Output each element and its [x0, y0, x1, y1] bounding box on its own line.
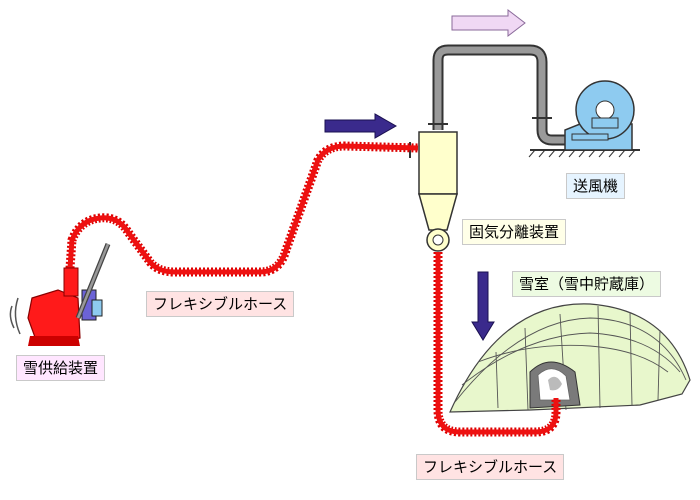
exhaust-duct — [428, 44, 576, 146]
blower-label: 送風機 — [566, 173, 626, 199]
down-flow-arrow-icon — [471, 271, 495, 341]
hose-lower-label: フレキシブルホース — [416, 454, 565, 480]
snow-room-label: 雪室（雪中貯蔵庫） — [512, 271, 662, 297]
snow-feeder-label: 雪供給装置 — [16, 355, 106, 381]
blower-fan-icon — [528, 80, 640, 158]
exhaust-flow-arrow-icon — [451, 8, 526, 38]
snow-flow-arrow-icon — [324, 113, 398, 139]
separator-label: 固気分離装置 — [462, 219, 567, 245]
cyclone-separator-icon — [409, 131, 458, 252]
snow-feeder-machine-icon — [9, 243, 111, 346]
flexible-hose-upper — [65, 141, 419, 277]
hose-upper-label: フレキシブルホース — [146, 291, 295, 317]
flexible-hose-lower — [433, 252, 561, 437]
snow-storage-dome-icon — [449, 303, 691, 413]
